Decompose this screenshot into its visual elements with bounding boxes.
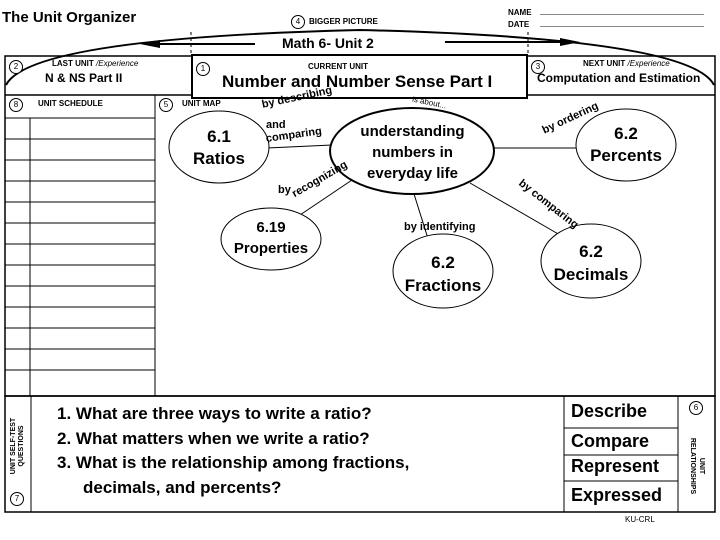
- node-fractions-ellipse: [392, 233, 494, 309]
- bigger-picture-value: Math 6- Unit 2: [282, 35, 374, 51]
- date-label: DATE: [508, 20, 530, 29]
- node-percents-ellipse: [575, 108, 677, 182]
- footer-credit: KU-CRL: [625, 515, 655, 524]
- relationship-compare: Compare: [571, 431, 650, 451]
- section-number-5: 5: [159, 98, 173, 112]
- name-label: NAME: [508, 8, 532, 17]
- section-number-6: 6: [689, 401, 703, 415]
- next-unit-label: NEXT UNIT /Experience: [583, 59, 670, 68]
- section-number-3: 3: [531, 60, 545, 74]
- self-test-questions: 1. What are three ways to write a ratio?…: [57, 404, 410, 497]
- node-properties-ellipse: [220, 207, 322, 271]
- relationship-expressed: Expressed: [571, 485, 663, 505]
- title: The Unit Organizer: [2, 9, 137, 26]
- node-decimals-ellipse: [540, 223, 642, 299]
- link-label-identifying: by identifying: [404, 221, 476, 233]
- link-label-and: and: [266, 119, 286, 131]
- name-field[interactable]: [540, 14, 704, 15]
- current-unit-value: Number and Number Sense Part I: [222, 72, 493, 91]
- map-center-ellipse: [329, 107, 495, 195]
- last-unit-value: N & NS Part II: [45, 71, 123, 85]
- date-field[interactable]: [540, 26, 704, 27]
- node-ratios-ellipse: [168, 110, 270, 184]
- link-label-by: by: [278, 184, 291, 196]
- map-label: UNIT MAP: [182, 99, 221, 108]
- section-number-2: 2: [9, 60, 23, 74]
- section-number-4: 4: [291, 15, 305, 29]
- relationship-represent: Represent: [571, 456, 660, 476]
- section-number-1: 1: [196, 62, 210, 76]
- relationship-describe: Describe: [571, 401, 648, 421]
- current-unit-label: CURRENT UNIT: [308, 62, 368, 71]
- bigger-picture-label: BIGGER PICTURE: [309, 17, 378, 26]
- next-unit-value: Computation and Estimation: [537, 71, 701, 85]
- section-number-7: 7: [10, 492, 24, 506]
- last-unit-label: LAST UNIT /Experience: [52, 59, 139, 68]
- schedule-label: UNIT SCHEDULE: [38, 99, 103, 108]
- current-unit-box: [191, 54, 528, 99]
- section-number-8: 8: [9, 98, 23, 112]
